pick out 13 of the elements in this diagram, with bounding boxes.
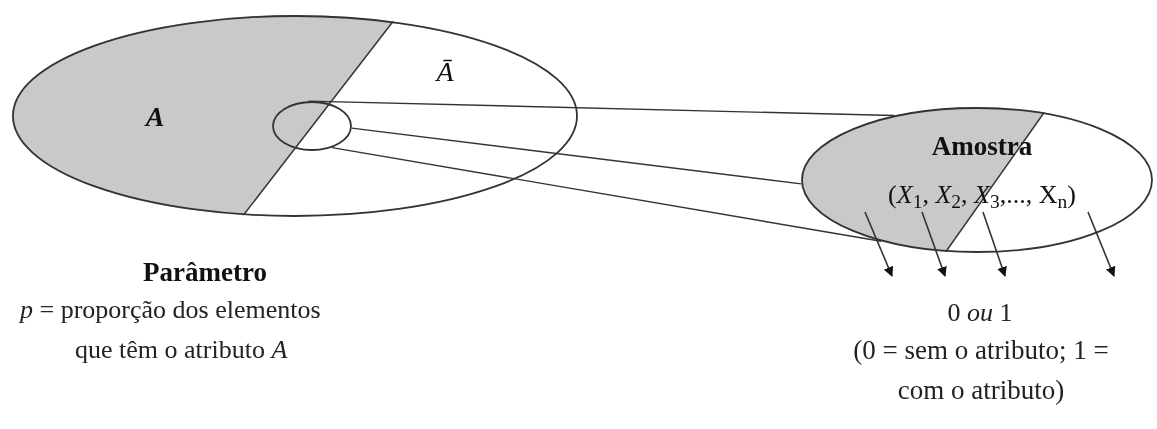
arrow	[1087, 211, 1116, 277]
arrow	[982, 211, 1007, 277]
connector-line	[331, 146, 882, 242]
connector-line	[351, 127, 802, 185]
parameter-heading: Parâmetro	[142, 256, 268, 289]
outcome-values: 0 ou 1	[946, 297, 1014, 329]
arrow	[921, 211, 947, 277]
region-label: A	[145, 100, 165, 134]
arrow	[864, 211, 894, 277]
connector-line	[307, 100, 896, 117]
parameter-definition: p = proporção dos elementos que têm o atributo A	[20, 294, 322, 366]
region-label: Ā	[436, 55, 454, 89]
outcome-definition: (0 = sem o atributo; 1 = com o atributo)	[852, 334, 1110, 407]
